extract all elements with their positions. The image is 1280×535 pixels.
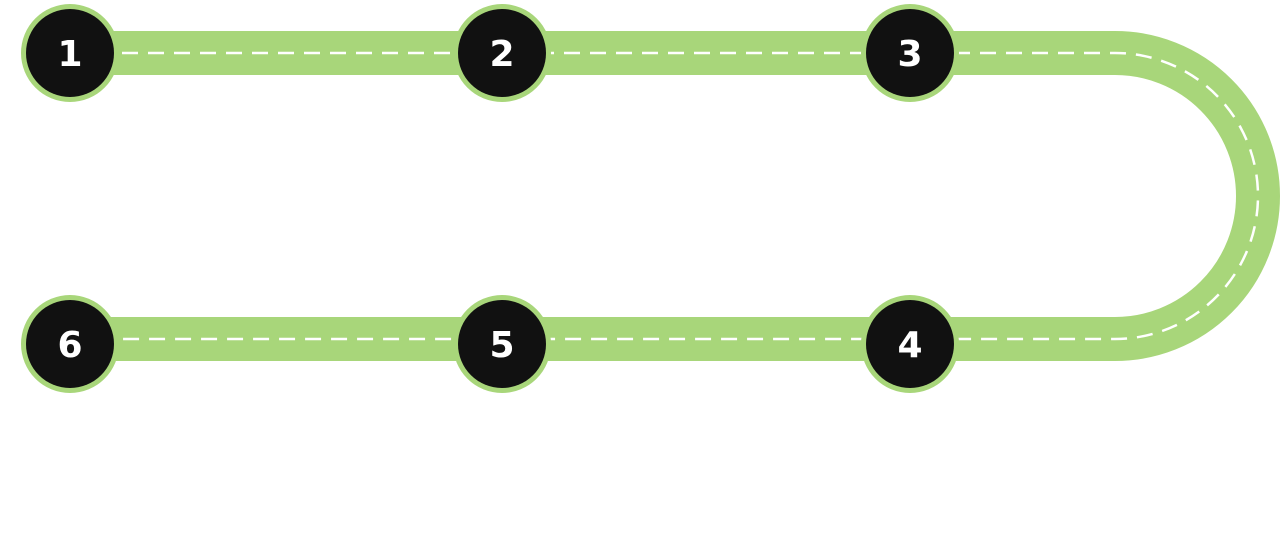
step-number: 6	[57, 325, 82, 366]
step-node-3: 3	[861, 4, 959, 102]
step-circle-inner	[458, 300, 546, 388]
step-circle-inner	[458, 9, 546, 97]
step-circle-inner	[866, 300, 954, 388]
step-number: 4	[897, 325, 922, 366]
step-circle-inner	[26, 9, 114, 97]
step-circle-inner	[866, 9, 954, 97]
step-circle-inner	[26, 300, 114, 388]
step-node-5: 5	[453, 295, 551, 393]
step-number: 2	[489, 34, 514, 75]
step-node-6: 6	[21, 295, 119, 393]
step-number: 1	[57, 34, 82, 75]
road-path	[70, 30, 1280, 361]
step-node-1: 1	[21, 4, 119, 102]
road-center-dash	[70, 51, 1260, 341]
step-node-2: 2	[453, 4, 551, 102]
step-node-4: 4	[861, 295, 959, 393]
step-number: 3	[897, 34, 922, 75]
step-number: 5	[489, 325, 514, 366]
